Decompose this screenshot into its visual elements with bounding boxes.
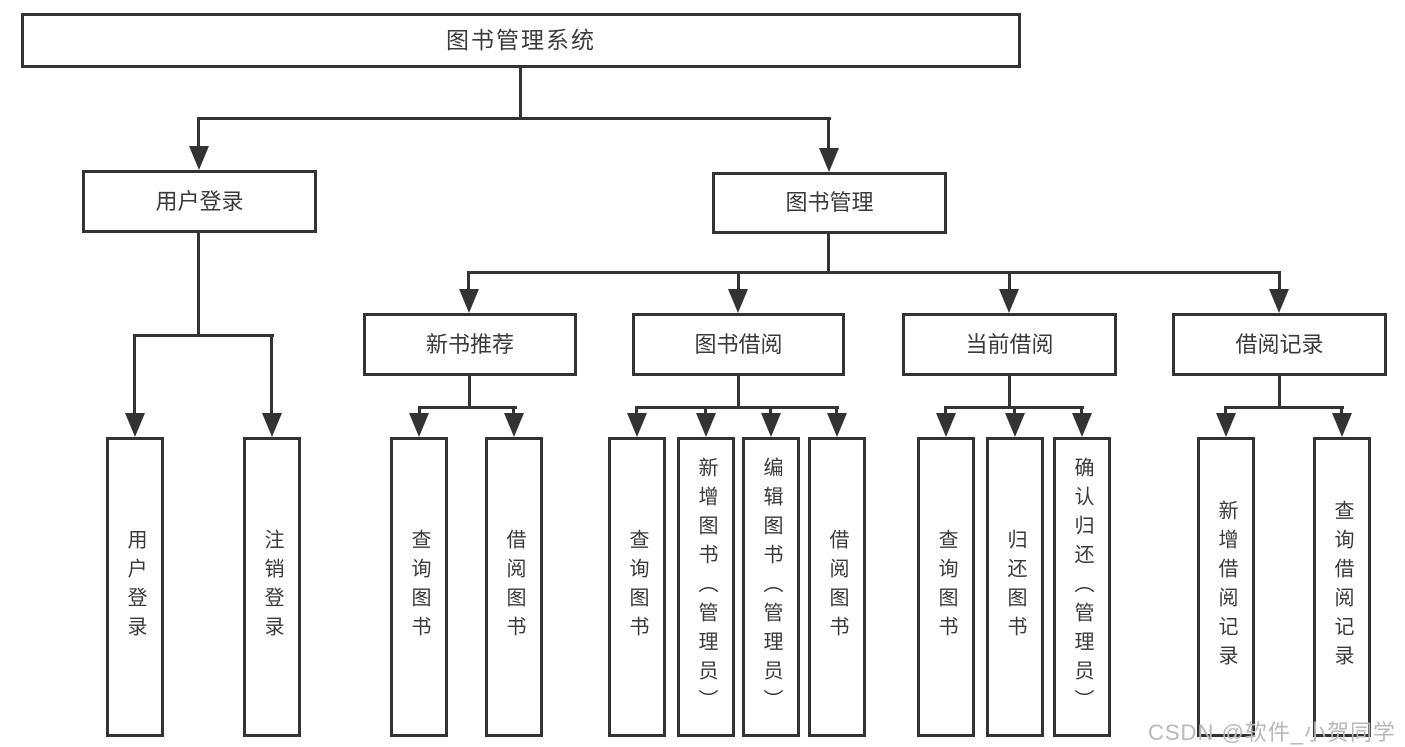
connector-arrow xyxy=(189,146,209,170)
connector-arrow xyxy=(1332,413,1352,437)
node-query-books-borrow: 查询图书 xyxy=(608,437,666,737)
node-add-books-admin: 新增图书（管理员） xyxy=(677,437,735,737)
node-edit-books-admin: 编辑图书（管理员） xyxy=(742,437,800,737)
connector-line xyxy=(1008,271,1011,291)
connector-line xyxy=(635,406,638,416)
connector-arrow xyxy=(262,413,282,437)
node-query-borrow-record: 查询借阅记录 xyxy=(1313,437,1371,737)
connector-line xyxy=(133,334,136,414)
node-book-borrowing: 图书借阅 xyxy=(632,313,845,376)
connector-line xyxy=(737,376,740,409)
connector-arrow xyxy=(761,413,781,437)
connector-line xyxy=(418,406,517,409)
connector-arrow xyxy=(459,289,479,313)
connector-arrow xyxy=(936,413,956,437)
connector-line xyxy=(1224,406,1227,416)
node-borrowing-records: 借阅记录 xyxy=(1172,313,1387,376)
connector-arrow xyxy=(819,148,839,172)
connector-line xyxy=(468,376,471,409)
csdn-watermark: CSDN @软件_小贺同学 xyxy=(1148,720,1397,745)
connector-line xyxy=(1278,271,1281,291)
connector-line xyxy=(827,234,830,273)
connector-line xyxy=(737,271,740,291)
node-library-management-system: 图书管理系统 xyxy=(21,13,1021,68)
connector-line xyxy=(1013,406,1016,416)
connector-line xyxy=(1224,406,1344,409)
connector-arrow xyxy=(627,413,647,437)
connector-arrow xyxy=(827,413,847,437)
connector-arrow xyxy=(1005,413,1025,437)
node-new-book-recommend: 新书推荐 xyxy=(363,313,577,376)
node-query-books-recommend: 查询图书 xyxy=(390,437,448,737)
node-user-login: 用户登录 xyxy=(82,170,317,233)
node-add-borrow-record: 新增借阅记录 xyxy=(1197,437,1255,737)
connector-line xyxy=(197,233,200,336)
node-borrow-books-recommend: 借阅图书 xyxy=(485,437,543,737)
node-borrow-books-leaf: 借阅图书 xyxy=(808,437,866,737)
connector-line xyxy=(467,271,1281,274)
connector-line xyxy=(827,117,830,149)
connector-line xyxy=(197,117,200,147)
connector-arrow xyxy=(1216,413,1236,437)
connector-line xyxy=(835,406,838,416)
node-return-books: 归还图书 xyxy=(986,437,1044,737)
node-user-login-leaf: 用户登录 xyxy=(106,437,164,737)
connector-arrow xyxy=(409,413,429,437)
connector-line xyxy=(704,406,707,416)
connector-line xyxy=(418,406,421,416)
connector-arrow xyxy=(696,413,716,437)
connector-arrow xyxy=(504,413,524,437)
connector-line xyxy=(270,334,273,414)
connector-line xyxy=(1278,376,1281,409)
connector-line xyxy=(769,406,772,416)
connector-line xyxy=(1080,406,1083,416)
connector-arrow xyxy=(1072,413,1092,437)
node-current-borrowing: 当前借阅 xyxy=(902,313,1117,376)
connector-line xyxy=(1008,376,1011,409)
node-book-management: 图书管理 xyxy=(712,172,947,234)
connector-line xyxy=(1340,406,1343,416)
connector-line xyxy=(133,334,274,337)
connector-line xyxy=(944,406,947,416)
connector-arrow xyxy=(999,289,1019,313)
connector-line xyxy=(512,406,515,416)
connector-line xyxy=(519,68,522,118)
connector-arrow xyxy=(1269,289,1289,313)
node-confirm-return-admin: 确认归还（管理员） xyxy=(1053,437,1111,737)
connector-line xyxy=(197,117,831,120)
connector-arrow xyxy=(125,413,145,437)
connector-line xyxy=(467,271,470,291)
connector-line xyxy=(635,406,839,409)
node-query-books-current: 查询图书 xyxy=(917,437,975,737)
connector-arrow xyxy=(728,289,748,313)
node-logout-leaf: 注销登录 xyxy=(243,437,301,737)
